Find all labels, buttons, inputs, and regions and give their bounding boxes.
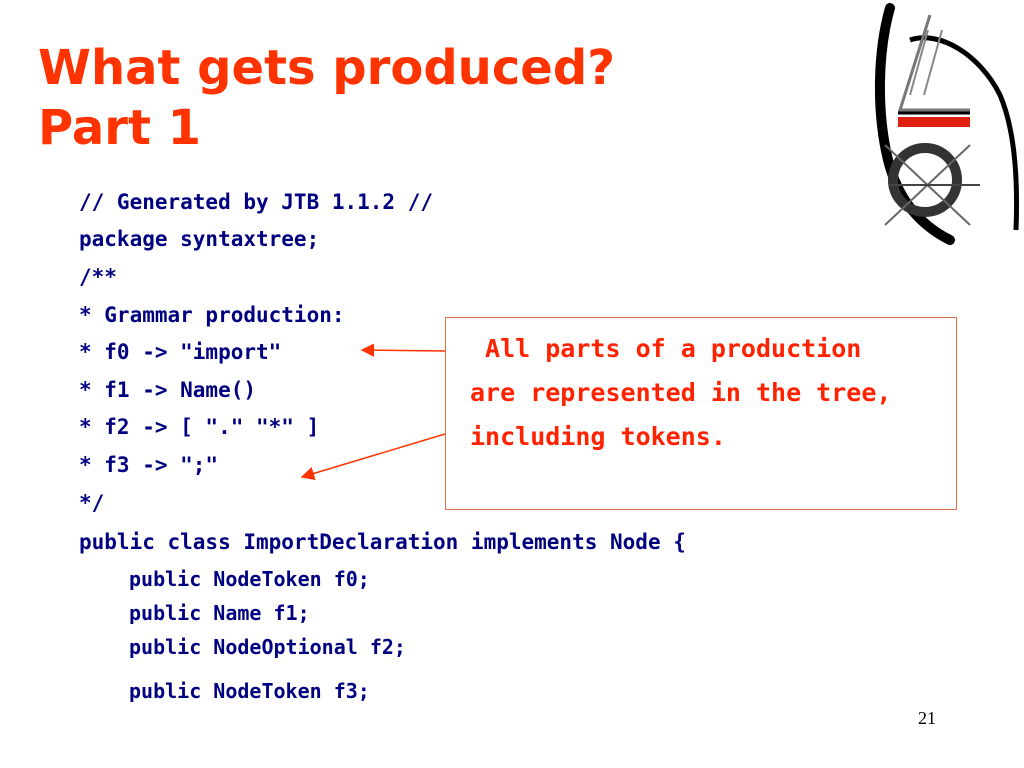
code-line: * f3 -> ";" <box>79 453 219 477</box>
arrow-to-f0 <box>360 343 446 357</box>
code-line: public Name f1; <box>129 601 310 625</box>
slide-title: What gets produced? Part 1 <box>38 38 615 158</box>
code-line: package syntaxtree; <box>79 227 320 251</box>
callout-line: including tokens. <box>470 422 726 451</box>
callout-box: All parts of a production are represente… <box>445 317 957 510</box>
university-logo-icon <box>874 3 1020 245</box>
code-line: // Generated by JTB 1.1.2 // <box>79 190 434 214</box>
code-line: public NodeToken f3; <box>129 679 370 703</box>
code-line: public NodeToken f0; <box>129 567 370 591</box>
callout-line: All parts of a production <box>470 334 862 363</box>
code-line: * Grammar production: <box>79 303 345 327</box>
callout-line: are represented in the tree, <box>470 378 892 407</box>
code-line: * f2 -> [ "." "*" ] <box>79 415 320 439</box>
page-number: 21 <box>918 708 936 728</box>
code-line: * f0 -> "import" <box>79 340 282 364</box>
code-line: public class ImportDeclaration implement… <box>79 530 686 554</box>
code-line: public NodeOptional f2; <box>129 635 406 659</box>
title-line-2: Part 1 <box>38 100 202 156</box>
title-line-1: What gets produced? <box>38 40 616 96</box>
code-line: /** <box>79 265 117 289</box>
code-line: */ <box>79 491 105 515</box>
code-line: * f1 -> Name() <box>79 378 257 402</box>
arrow-to-f3 <box>300 433 446 480</box>
